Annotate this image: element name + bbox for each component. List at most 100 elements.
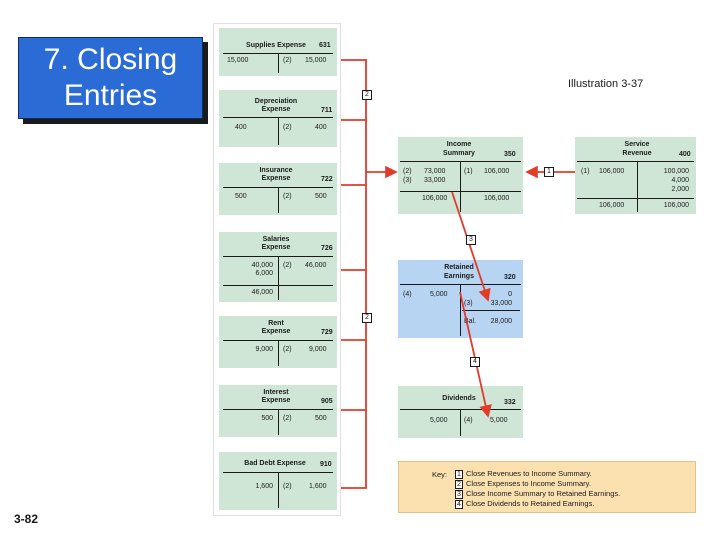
- entry-ref: (2): [283, 193, 292, 200]
- key-label: Key:: [432, 470, 448, 479]
- account-name-line-2: Earnings: [444, 273, 474, 280]
- account-name-line-1: Income: [446, 141, 472, 148]
- balance-ref: Bal.: [464, 318, 477, 325]
- account-number: 400: [679, 151, 691, 158]
- credit-value: 9,000: [309, 346, 327, 353]
- account-interest-expense: Interest Expense 905 500 (2) 500: [219, 385, 337, 437]
- credit-value: 500: [315, 415, 327, 422]
- credit-value-1: 0: [508, 291, 512, 298]
- entry-ref: (2): [283, 346, 292, 353]
- step-tag-4: 4: [470, 357, 480, 367]
- debit-value-1: 73,000: [424, 168, 446, 175]
- credit-ref-2: (3): [464, 300, 473, 307]
- debit-total: 46,000: [251, 289, 273, 296]
- credit-value: 500: [315, 193, 327, 200]
- account-service-revenue: Service Revenue 400 (1) 106,000 100,000 …: [575, 137, 696, 214]
- account-depreciation-expense: Depreciation Expense 711 400 (2) 400: [219, 90, 337, 147]
- account-name-line-2: Summary: [443, 150, 475, 157]
- debit-value: 106,000: [599, 168, 625, 175]
- slide-title-line-1: 7. Closing: [43, 43, 178, 76]
- account-name-line-1: Rent: [268, 320, 284, 327]
- step-tag-3: 3: [466, 235, 476, 245]
- step-tag-2-lower: 2: [362, 313, 372, 323]
- slide-title-line-2: Entries: [63, 79, 158, 112]
- debit-ref: (1): [581, 168, 590, 175]
- account-supplies-expense: Supplies Expense 631 15,000 (2) 15,000: [219, 28, 337, 76]
- balance-value: 28,000: [490, 318, 512, 325]
- account-name-line-1: Salaries: [262, 236, 290, 243]
- credit-total: 106,000: [484, 195, 510, 202]
- account-name: Bad Debt Expense: [244, 460, 306, 467]
- account-number: 910: [320, 461, 332, 468]
- account-number: 320: [504, 274, 516, 281]
- expense-bracket-line: [341, 59, 367, 489]
- account-name-line-1: Depreciation: [254, 98, 298, 105]
- account-insurance-expense: Insurance Expense 722 500 (2) 500: [219, 163, 337, 215]
- account-name-line-2: Revenue: [622, 150, 652, 157]
- account-retained-earnings: Retained Earnings 320 (4) 5,000 0 (3) 33…: [398, 260, 523, 338]
- entry-ref: (2): [283, 483, 292, 490]
- credit-total: 106,000: [663, 202, 689, 209]
- credit-value: 5,000: [490, 417, 508, 424]
- account-name: Dividends: [442, 395, 476, 402]
- debit-total: 106,000: [422, 195, 448, 202]
- account-number: 631: [319, 42, 331, 49]
- debit-value: 5,000: [430, 291, 448, 298]
- account-dividends: Dividends 332 5,000 (4) 5,000: [398, 386, 523, 438]
- account-name-line-1: Retained: [444, 264, 474, 271]
- account-number: 350: [504, 151, 516, 158]
- account-income-summary: Income Summary 350 (2) 73,000 (3) 33,000…: [398, 137, 523, 214]
- account-name-line-2: Expense: [261, 106, 291, 113]
- credit-value-1: 106,000: [484, 168, 510, 175]
- debit-ref: (4): [403, 291, 412, 298]
- account-number: 722: [321, 176, 333, 183]
- slide-number: 3-82: [14, 512, 39, 526]
- account-name-line-2: Expense: [261, 397, 291, 404]
- entry-ref: (4): [464, 417, 473, 424]
- account-number: 905: [321, 398, 333, 405]
- account-name-line-2: Expense: [261, 175, 291, 182]
- account-number: 332: [504, 399, 516, 406]
- debit-value-2: 33,000: [424, 177, 446, 184]
- account-number: 711: [321, 107, 333, 114]
- credit-value-2: 4,000: [671, 177, 689, 184]
- credit-value: 1,600: [309, 483, 327, 490]
- entry-ref: (2): [283, 415, 292, 422]
- step-tag-1: 1: [544, 167, 554, 177]
- account-name-line-1: Interest: [263, 389, 289, 396]
- debit-value: 5,000: [430, 417, 448, 424]
- debit-value: 1,600: [255, 483, 273, 490]
- credit-value: 46,000: [305, 262, 327, 269]
- account-number: 726: [321, 245, 333, 252]
- entry-ref: (2): [283, 262, 292, 269]
- account-bad-debt-expense: Bad Debt Expense 910 1,600 (2) 1,600: [219, 452, 337, 510]
- credit-value: 400: [315, 124, 327, 131]
- account-name: Supplies Expense: [246, 42, 306, 49]
- account-name-line-2: Expense: [261, 244, 291, 251]
- illustration-label: Illustration 3-37: [568, 78, 644, 90]
- debit-value: 500: [235, 193, 247, 200]
- debit-value: 15,000: [227, 57, 249, 64]
- debit-total: 106,000: [599, 202, 625, 209]
- entry-ref: (2): [283, 57, 292, 64]
- account-name-line-2: Expense: [261, 328, 291, 335]
- account-name-line-1: Insurance: [259, 167, 293, 174]
- account-name-line-1: Service: [624, 141, 650, 148]
- debit-value: 9,000: [255, 346, 273, 353]
- debit-ref-2: (3): [403, 177, 412, 184]
- account-salaries-expense: Salaries Expense 726 40,000 6,000 (2) 46…: [219, 232, 337, 302]
- arrow-dividends-to-retained: [459, 291, 492, 418]
- credit-value-1: 100,000: [663, 168, 689, 175]
- debit-value: 400: [235, 124, 247, 131]
- credit-value-3: 2,000: [671, 186, 689, 193]
- credit-value-2: 33,000: [490, 300, 512, 307]
- debit-ref-1: (2): [403, 168, 412, 175]
- debit-value-1: 40,000: [251, 262, 273, 269]
- step-tag-2-upper: 2: [362, 90, 372, 100]
- credit-ref-1: (1): [464, 168, 473, 175]
